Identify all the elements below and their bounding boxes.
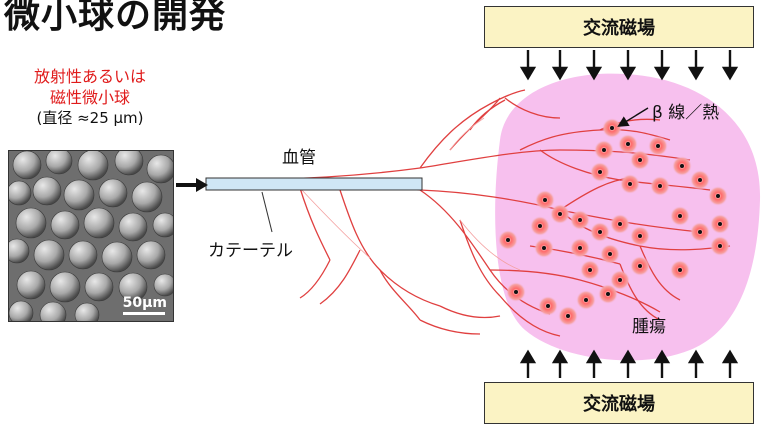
- blood-vessel-inner: [299, 117, 521, 271]
- catheter: [205, 177, 423, 191]
- catheter-pointer: [261, 191, 273, 233]
- microsphere-diameter: (直径 ≈25 μm): [36, 109, 144, 127]
- microsphere-label-line1: 放射性あるいは: [33, 67, 146, 86]
- field-arrows-bottom: [519, 349, 739, 378]
- tumor-region: [495, 73, 761, 361]
- label-blood-vessel: 血管: [282, 148, 316, 168]
- label-catheter: カテーテル: [208, 241, 293, 261]
- sem-microsphere-image: 50μm: [8, 150, 174, 322]
- beta-heat-pointer: [617, 107, 649, 127]
- scale-bar-label: 50μm: [122, 295, 167, 311]
- field-arrows-top: [519, 50, 739, 81]
- microsphere-clusters: [498, 118, 730, 326]
- field-box-bottom: 交流磁場: [484, 382, 754, 424]
- microsphere-label: 放射性あるいは 磁性微小球 (直径 ≈25 μm): [0, 66, 180, 129]
- injection-arrow-head: [196, 178, 208, 192]
- label-beta-heat: β 線／熱: [652, 103, 720, 123]
- label-tumor: 腫瘍: [632, 317, 666, 337]
- scale-bar: [123, 312, 165, 315]
- sem-microsphere-picture: [9, 151, 173, 321]
- microsphere-label-line2: 磁性微小球: [49, 88, 130, 107]
- page-title: 微小球の開発: [4, 0, 227, 36]
- field-box-top: 交流磁場: [484, 6, 754, 48]
